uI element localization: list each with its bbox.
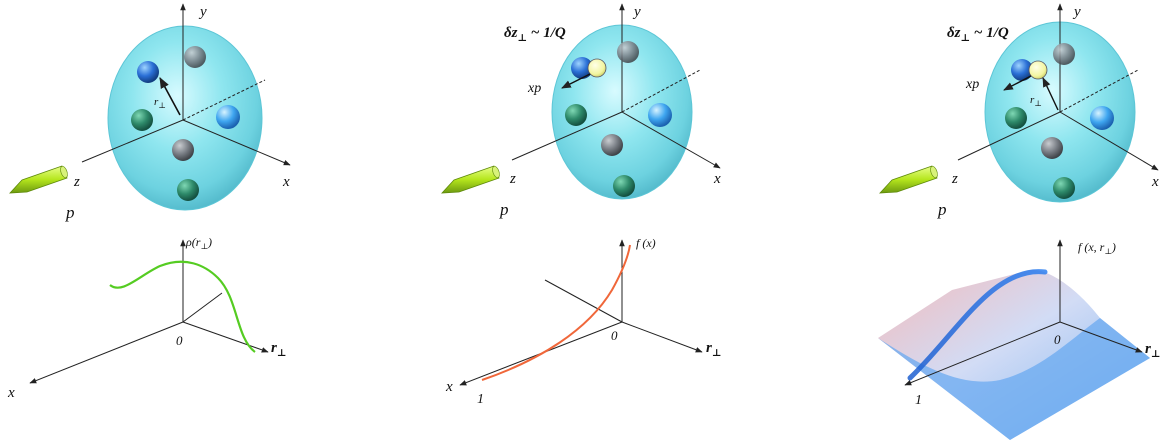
panel-1: r⊥ y x z p ρ(r⊥) 0 r⊥ x: [7, 3, 291, 401]
parton-sky: [216, 105, 240, 129]
parton-gray: [184, 46, 206, 68]
parton-struck: [1028, 60, 1048, 80]
xp-label: xp: [965, 77, 979, 92]
z-axis: [511, 111, 623, 161]
panel-3: xp r⊥ δz⊥ ~ 1/Q y x z p f (x, r⊥) 0 r⊥ 1: [878, 3, 1160, 440]
p-label: p: [65, 203, 75, 222]
x-axis-bottom: [29, 321, 184, 384]
origin-label: 0: [1054, 332, 1061, 347]
delta-z-label: δz⊥ ~ 1/Q: [504, 25, 566, 44]
gpd-surface-front: [878, 318, 1150, 440]
r-perp-axis: [621, 321, 703, 353]
z-axis-label: z: [73, 174, 80, 190]
parton-dark: [1005, 107, 1027, 129]
r-perp-axis-label: r⊥: [1145, 341, 1160, 360]
proton-beam-arrow: [9, 165, 68, 194]
proton-diagram-2: xp δz⊥ ~ 1/Q y x z p: [441, 3, 721, 219]
proton-beam-arrow: [441, 165, 500, 194]
rho-func-label: ρ(r⊥): [185, 235, 212, 251]
parton-dark: [131, 109, 153, 131]
z-axis-label: z: [509, 171, 516, 187]
parton-dark: [177, 179, 199, 201]
r-perp-axis: [1059, 321, 1143, 353]
y-axis-label: y: [198, 4, 207, 20]
x-axis: [621, 111, 721, 169]
parton-dark: [565, 104, 587, 126]
x-axis-bottom-label: x: [7, 385, 15, 401]
origin-label: 0: [611, 328, 618, 343]
r-perp-axis-label: r⊥: [271, 340, 286, 359]
x-axis: [1059, 111, 1159, 171]
y-axis-label: y: [1072, 4, 1081, 20]
fxr-func-label: f (x, r⊥): [1078, 240, 1116, 256]
rho-curve: [109, 260, 256, 353]
delta-z-label: δz⊥ ~ 1/Q: [947, 25, 1009, 44]
parton-dark: [613, 175, 635, 197]
parton-blue: [571, 57, 593, 79]
parton-dark: [1053, 177, 1075, 199]
x-axis-label: x: [1151, 174, 1159, 190]
fx-plot: f (x) 0 r⊥ x 1: [445, 236, 721, 407]
fx-curve: [481, 244, 631, 381]
panel-2: xp δz⊥ ~ 1/Q y x z p f (x) 0 r⊥ x 1: [441, 3, 721, 407]
x-one-label: 1: [915, 393, 922, 408]
parton-gray: [172, 139, 194, 161]
origin-label: 0: [176, 333, 183, 348]
rear-axis: [182, 292, 223, 323]
rho-plot: ρ(r⊥) 0 r⊥ x: [7, 235, 286, 401]
x-axis-label: x: [713, 171, 721, 187]
parton-struck: [587, 58, 607, 78]
xp-vector: [561, 73, 591, 89]
p-label: p: [937, 200, 947, 219]
parton-blue: [137, 61, 159, 83]
xp-label: xp: [527, 81, 541, 96]
fxr-plot: f (x, r⊥) 0 r⊥ 1: [878, 239, 1160, 440]
parton-sky: [1090, 106, 1114, 130]
r-perp-axis: [182, 321, 269, 353]
x-axis-bottom-label: x: [445, 379, 453, 395]
parton-blue: [1011, 59, 1033, 81]
z-axis: [957, 111, 1061, 161]
x-axis-label: x: [282, 174, 290, 190]
p-label: p: [499, 200, 509, 219]
parton-gray: [617, 41, 639, 63]
r-perp-vector: [1042, 77, 1059, 111]
rear-axis: [544, 279, 623, 323]
x-axis: [182, 119, 291, 166]
fx-func-label: f (x): [636, 236, 656, 250]
r-perp-label: r⊥: [154, 96, 166, 110]
x-axis-bottom: [904, 321, 1061, 386]
xp-vector: [1003, 75, 1032, 91]
r-perp-label: r⊥: [1030, 94, 1042, 108]
proton-beam-arrow: [879, 165, 938, 194]
r-perp-vector: [159, 77, 181, 116]
proton-diagram-1: r⊥ y x z p: [9, 3, 291, 222]
y-axis-label: y: [632, 4, 641, 20]
r-perp-axis-label: r⊥: [706, 340, 721, 359]
proton-diagram-3: xp r⊥ δz⊥ ~ 1/Q y x z p: [879, 3, 1159, 219]
parton-gray: [1053, 43, 1075, 65]
gpd-ridge: [907, 269, 1048, 381]
diagonal-axis: [182, 79, 266, 121]
z-axis: [81, 119, 184, 163]
parton-sky: [648, 103, 672, 127]
x-one-label: 1: [477, 392, 484, 407]
z-axis-label: z: [951, 171, 958, 187]
parton-gray: [601, 134, 623, 156]
parton-gray: [1041, 137, 1063, 159]
